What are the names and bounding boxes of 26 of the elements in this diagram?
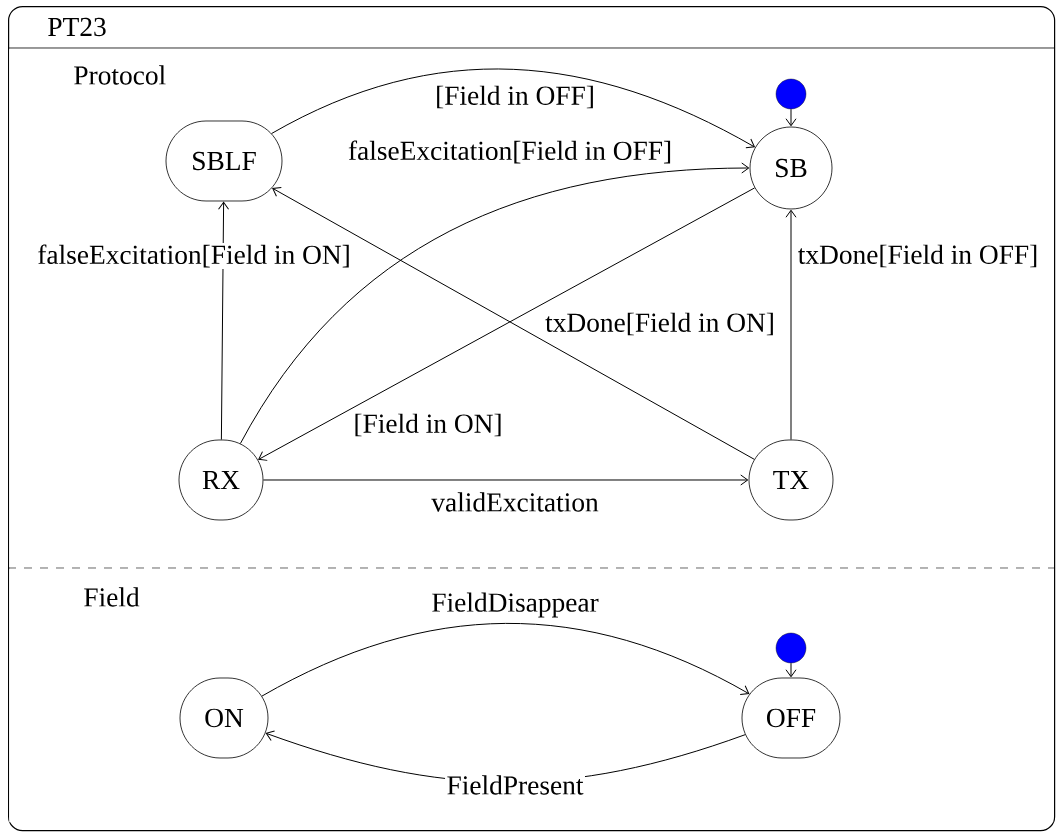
edge-label: txDone[Field in ON] [543, 311, 777, 337]
arrow [239, 162, 750, 445]
arrow [218, 201, 230, 441]
state-node: SBLF [165, 120, 283, 202]
edge-label: [Field in OFF] [433, 84, 597, 110]
edge-label: [Field in ON] [351, 412, 505, 438]
arrow [785, 209, 797, 441]
initial-state-dot [775, 78, 807, 110]
edge-label: txDone[Field in OFF] [796, 243, 1040, 269]
state-node: TX [748, 439, 834, 521]
initial-state-dot [775, 632, 807, 664]
state-node: ON [179, 677, 269, 759]
arrow [262, 474, 749, 486]
state-node: RX [178, 439, 264, 521]
arrow [785, 108, 797, 127]
state-node: SB [749, 126, 833, 210]
edge-label: falseExcitation[Field in OFF] [346, 139, 674, 165]
arrow [785, 662, 797, 678]
edge-label: falseExcitation[Field in ON] [35, 243, 353, 269]
edge-label: FieldPresent [445, 773, 585, 797]
arrow [261, 622, 750, 697]
edge-label: validExcitation [429, 490, 601, 514]
node-label: Field [84, 587, 140, 607]
edge-label: FieldDisappear [429, 591, 601, 619]
state-node: OFF [741, 677, 841, 759]
arrow [271, 68, 755, 149]
